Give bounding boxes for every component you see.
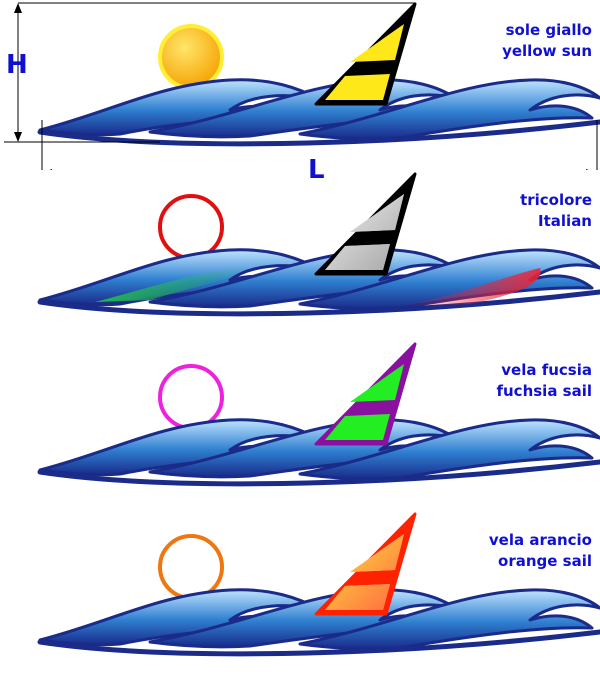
wave-crest: [38, 248, 322, 307]
logo-artwork: [37, 512, 600, 657]
length-arrow-right: [586, 169, 589, 170]
sail-panel-lower: [325, 414, 390, 440]
sail-shading: [325, 194, 404, 270]
variant-caption: vela arancio orange sail: [489, 530, 592, 572]
height-arrow-bottom: [14, 132, 22, 142]
sail-shading: [325, 534, 404, 610]
caption-italian: sole giallo: [505, 21, 592, 39]
sun-ring-icon: [158, 534, 224, 600]
height-arrow-top: [14, 3, 22, 13]
wave-crest: [38, 418, 322, 477]
logo-artwork: [37, 342, 600, 487]
wave-crest: [38, 78, 322, 137]
sail-panel-upper: [350, 364, 404, 402]
sail-panel-lower: [325, 74, 390, 100]
caption-english: yellow sun: [502, 42, 592, 60]
caption-italian: vela arancio: [488, 531, 592, 549]
length-dimension-label: L: [308, 155, 325, 185]
length-arrow-left: [49, 169, 52, 170]
wave-crest: [38, 588, 322, 647]
wave-green-tint: [95, 268, 250, 302]
wave-baseline: [37, 119, 600, 147]
wave-red-tint: [400, 268, 541, 306]
variant-caption: sole giallo yellow sun: [502, 20, 592, 62]
logo-artwork: [4, 2, 600, 170]
wave-baseline: [37, 459, 600, 487]
sun-ring-icon: [158, 364, 224, 430]
sun-ring-icon: [158, 194, 224, 260]
wave-baseline: [37, 629, 600, 657]
logo-artwork: [37, 172, 600, 317]
sail-panel-upper: [350, 24, 404, 62]
caption-italian: tricolore: [520, 191, 592, 209]
sun-icon: [158, 24, 224, 90]
height-dimension-label: H: [6, 50, 28, 80]
variant-caption: vela fucsia fuchsia sail: [496, 360, 592, 402]
caption-english: orange sail: [498, 552, 592, 570]
logo-variant-1: sole giallo yellow sun: [0, 0, 600, 170]
wave-baseline: [37, 289, 600, 317]
caption-italian: vela fucsia: [501, 361, 592, 379]
logo-variant-4: vela arancio orange sail: [0, 510, 600, 680]
caption-english: fuchsia sail: [496, 382, 592, 400]
logo-variant-3: vela fucsia fuchsia sail: [0, 340, 600, 510]
caption-english: Italian: [538, 212, 592, 230]
